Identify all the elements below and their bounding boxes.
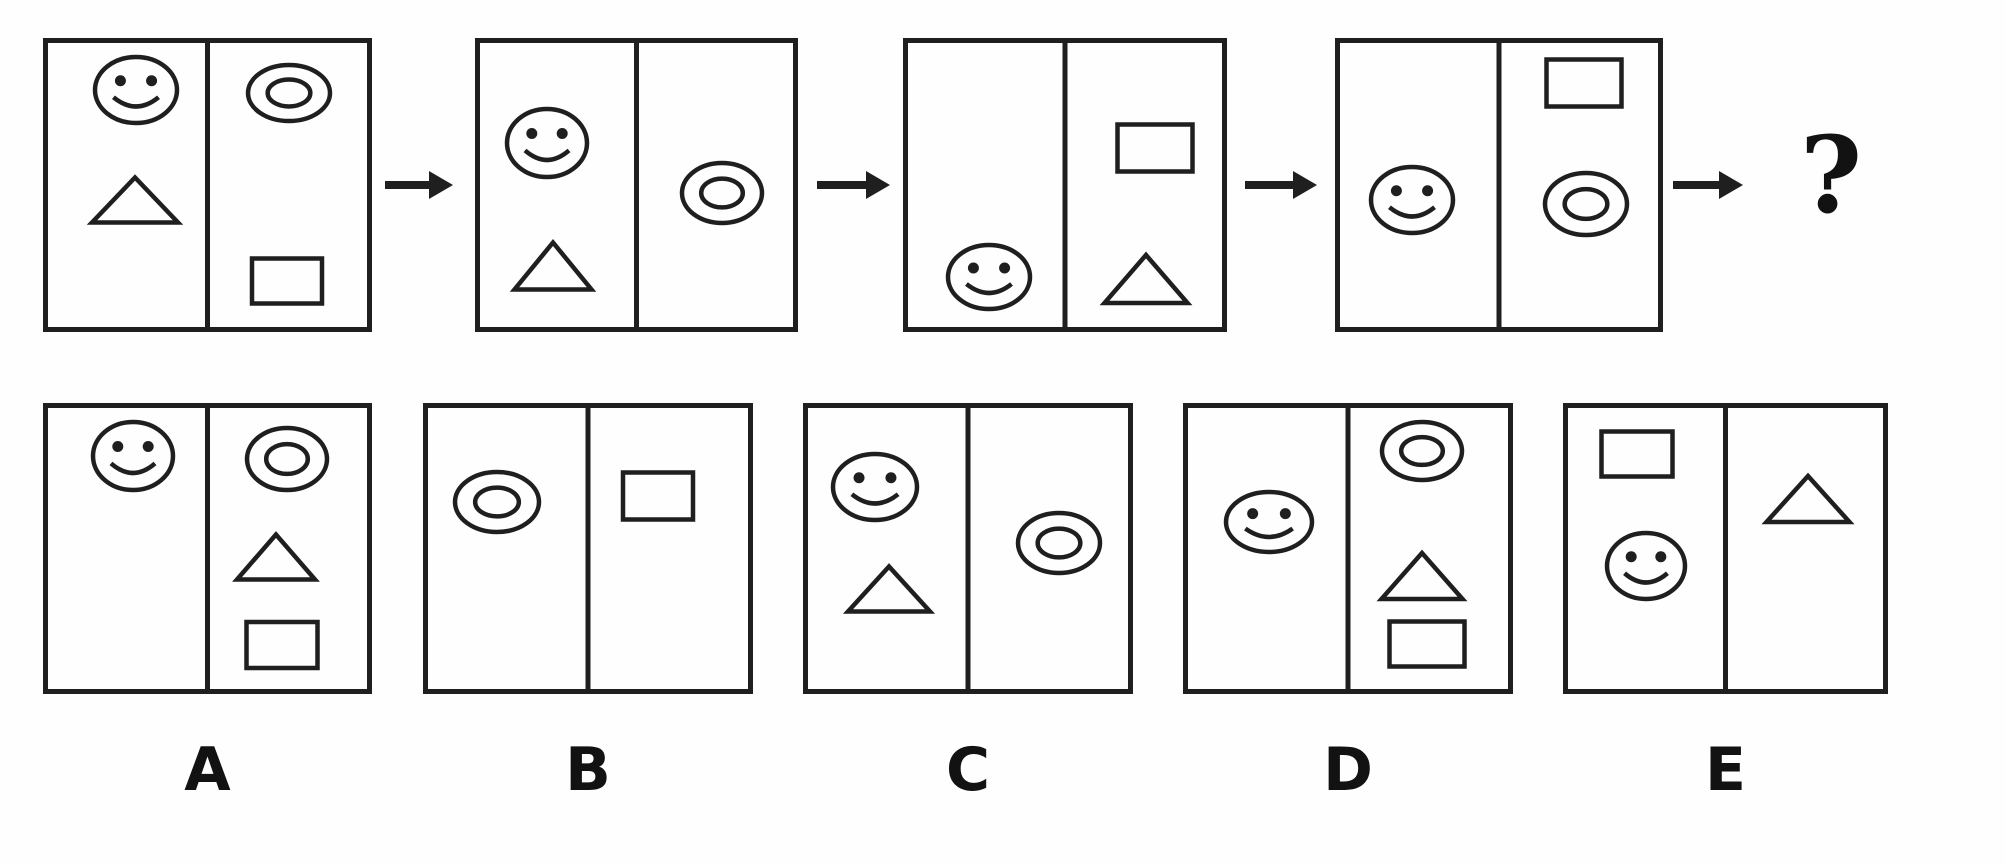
triangle-icon (1099, 251, 1193, 306)
triangle-icon (842, 563, 936, 614)
double-ellipse-icon (245, 62, 333, 124)
smiley-icon (1223, 489, 1315, 555)
sequence-panel-3 (903, 38, 1227, 332)
option-label-c: C (945, 735, 991, 805)
option-panel-e[interactable] (1563, 403, 1888, 694)
rectangle-icon (1544, 57, 1624, 109)
sequence-panel-4 (1335, 38, 1663, 332)
arrow-right-icon (385, 171, 453, 199)
rectangle-icon (620, 470, 696, 522)
rectangle-icon (249, 256, 325, 306)
option-panel-a[interactable] (43, 403, 372, 694)
double-ellipse-icon (244, 425, 330, 493)
rectangle-icon (1599, 429, 1675, 479)
smiley-icon (1368, 164, 1456, 236)
option-label-d: D (1323, 735, 1373, 805)
option-label-b: B (565, 735, 611, 805)
triangle-icon (86, 174, 184, 225)
option-panel-c[interactable] (803, 403, 1133, 694)
double-ellipse-icon (1542, 170, 1630, 238)
triangle-icon (1761, 472, 1855, 525)
rectangle-icon (1387, 619, 1467, 669)
question-mark: ? (1799, 112, 1863, 237)
arrow-right-icon (817, 171, 890, 199)
option-label-e: E (1705, 735, 1746, 805)
triangle-icon (509, 238, 597, 292)
double-ellipse-icon (452, 469, 542, 535)
option-label-a: A (184, 735, 231, 805)
smiley-icon (945, 242, 1033, 312)
triangle-icon (232, 531, 320, 582)
option-panel-d[interactable] (1183, 403, 1513, 694)
smiley-icon (1604, 530, 1688, 602)
smiley-icon (504, 106, 590, 180)
triangle-icon (1376, 549, 1468, 602)
smiley-icon (830, 451, 920, 523)
smiley-icon (90, 419, 176, 493)
smiley-icon (92, 54, 180, 126)
option-panel-b[interactable] (423, 403, 753, 694)
sequence-panel-2 (475, 38, 798, 332)
double-ellipse-icon (679, 160, 765, 226)
arrow-right-icon (1245, 171, 1317, 199)
sequence-panel-1 (43, 38, 372, 332)
rectangle-icon (1115, 122, 1195, 174)
rectangle-icon (244, 619, 320, 671)
double-ellipse-icon (1015, 510, 1103, 576)
arrow-right-icon (1673, 171, 1743, 199)
double-ellipse-icon (1379, 419, 1465, 483)
